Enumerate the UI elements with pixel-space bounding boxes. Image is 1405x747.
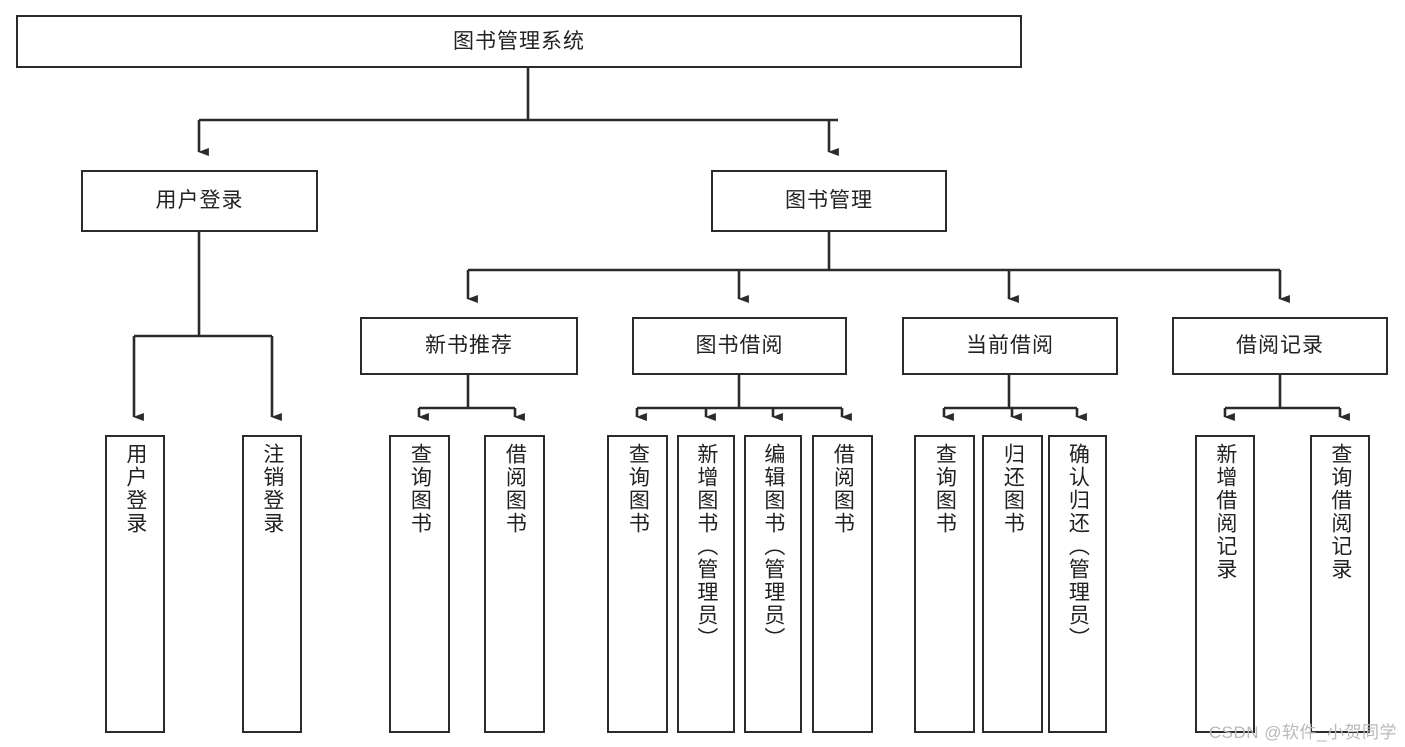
node-label: 图书管理 bbox=[785, 189, 873, 213]
node-label: 查询图书 bbox=[408, 443, 432, 535]
node-label: 查询借阅记录 bbox=[1328, 443, 1352, 581]
node-label: 查询图书 bbox=[626, 443, 650, 535]
leaf-query-book-borrow[interactable]: 查询图书 bbox=[607, 435, 668, 733]
node-root-system[interactable]: 图书管理系统 bbox=[16, 15, 1022, 68]
node-label: 借阅图书 bbox=[503, 443, 527, 535]
node-label: 确认归还（管理员） bbox=[1066, 443, 1090, 650]
leaf-add-borrow-record[interactable]: 新增借阅记录 bbox=[1195, 435, 1255, 733]
node-label: 用户登录 bbox=[123, 443, 147, 535]
node-new-book-recommend[interactable]: 新书推荐 bbox=[360, 317, 578, 375]
leaf-query-book-current[interactable]: 查询图书 bbox=[914, 435, 975, 733]
node-label: 新增借阅记录 bbox=[1213, 443, 1237, 581]
node-label: 图书管理系统 bbox=[453, 29, 585, 53]
node-current-borrow[interactable]: 当前借阅 bbox=[902, 317, 1118, 375]
leaf-query-borrow-record[interactable]: 查询借阅记录 bbox=[1310, 435, 1370, 733]
leaf-borrow-book[interactable]: 借阅图书 bbox=[812, 435, 873, 733]
leaf-logout-login[interactable]: 注销登录 bbox=[242, 435, 302, 733]
leaf-confirm-return-admin[interactable]: 确认归还（管理员） bbox=[1048, 435, 1107, 733]
node-label: 查询图书 bbox=[933, 443, 957, 535]
node-label: 编辑图书（管理员） bbox=[761, 443, 785, 650]
node-label: 当前借阅 bbox=[966, 334, 1054, 358]
node-borrow-record[interactable]: 借阅记录 bbox=[1172, 317, 1388, 375]
node-book-management[interactable]: 图书管理 bbox=[711, 170, 947, 232]
leaf-borrow-book-new[interactable]: 借阅图书 bbox=[484, 435, 545, 733]
leaf-user-login[interactable]: 用户登录 bbox=[105, 435, 165, 733]
node-label: 借阅图书 bbox=[831, 443, 855, 535]
node-user-login[interactable]: 用户登录 bbox=[81, 170, 318, 232]
node-label: 用户登录 bbox=[155, 189, 244, 213]
node-label: 注销登录 bbox=[260, 443, 284, 535]
leaf-return-book[interactable]: 归还图书 bbox=[982, 435, 1043, 733]
node-label: 新增图书（管理员） bbox=[694, 443, 718, 650]
node-label: 图书借阅 bbox=[695, 334, 784, 358]
node-book-borrow[interactable]: 图书借阅 bbox=[632, 317, 847, 375]
node-label: 借阅记录 bbox=[1236, 334, 1324, 358]
leaf-add-book-admin[interactable]: 新增图书（管理员） bbox=[677, 435, 735, 733]
node-label: 归还图书 bbox=[1001, 443, 1025, 535]
node-label: 新书推荐 bbox=[425, 334, 513, 358]
leaf-edit-book-admin[interactable]: 编辑图书（管理员） bbox=[744, 435, 802, 733]
leaf-query-book-new[interactable]: 查询图书 bbox=[389, 435, 450, 733]
